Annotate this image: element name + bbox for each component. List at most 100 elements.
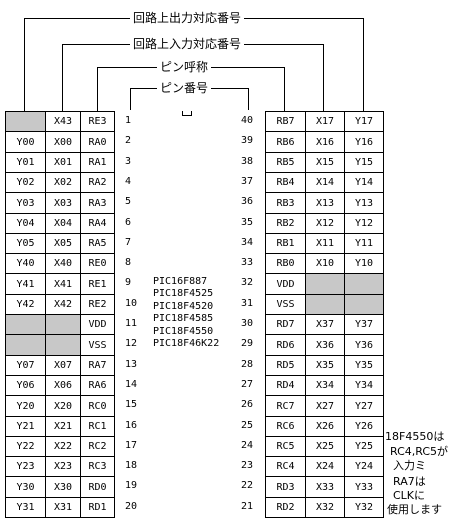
note-line: RA7は: [393, 475, 426, 488]
right-pin-number: 28: [241, 359, 254, 370]
right-pin-number: 33: [241, 257, 254, 268]
left-pin-name-cell: RD0: [80, 476, 115, 498]
left-output-cell: Y30: [5, 476, 46, 498]
left-input-cell: X21: [45, 416, 81, 437]
right-pin-name-cell: RB3: [265, 192, 306, 214]
left-pin-number: 20: [125, 501, 138, 512]
right-pin-name-cell: RD3: [265, 476, 306, 498]
right-input-cell: [305, 294, 345, 315]
left-output-cell: Y21: [5, 416, 46, 437]
right-input-cell: X25: [305, 436, 345, 457]
left-output-cell: Y07: [5, 355, 46, 376]
left-pin-number: 2: [125, 135, 132, 146]
left-pin-number: 11: [125, 318, 138, 329]
left-pin-number: 10: [125, 298, 138, 309]
right-output-cell: Y27: [344, 395, 384, 417]
right-output-cell: Y10: [344, 253, 384, 274]
left-input-cell: X23: [45, 456, 81, 477]
left-input-cell: X31: [45, 497, 81, 518]
right-output-cell: Y35: [344, 355, 384, 376]
right-pin-name-cell: RB2: [265, 213, 306, 234]
left-pin-name-cell: RA0: [80, 131, 115, 153]
left-input-cell: X40: [45, 253, 81, 274]
left-pin-number: 13: [125, 359, 138, 370]
chip-name: PIC18F4525: [153, 288, 214, 300]
right-pin-name-cell: RB5: [265, 152, 306, 173]
right-pin-name-cell: RD5: [265, 355, 306, 376]
left-pin-number: 19: [125, 480, 138, 491]
right-pin-number: 36: [241, 196, 254, 207]
left-pin-name-cell: RA3: [80, 192, 115, 214]
right-output-cell: Y25: [344, 436, 384, 457]
right-pin-number: 39: [241, 135, 254, 146]
right-input-cell: X11: [305, 233, 345, 254]
right-output-cell: Y34: [344, 375, 384, 396]
note-line: 18F4550は: [385, 430, 445, 443]
left-pin-number: 6: [125, 217, 132, 228]
left-output-cell: Y41: [5, 273, 46, 295]
right-output-cell: Y24: [344, 456, 384, 477]
left-pin-number: 12: [125, 338, 138, 349]
left-output-cell: Y20: [5, 395, 46, 417]
right-pin-name-cell: RC6: [265, 416, 306, 437]
left-pin-name-cell: RC2: [80, 436, 115, 457]
right-pin-number: 27: [241, 379, 254, 390]
left-pin-name-cell: VSS: [80, 334, 115, 356]
left-pin-number: 18: [125, 460, 138, 471]
left-input-cell: X07: [45, 355, 81, 376]
left-input-cell: X02: [45, 172, 81, 193]
left-output-cell: Y31: [5, 497, 46, 518]
left-input-cell: X30: [45, 476, 81, 498]
connector-segment: [24, 18, 25, 111]
left-pin-name-cell: RA7: [80, 355, 115, 376]
right-pin-number: 25: [241, 420, 254, 431]
left-output-cell: Y00: [5, 131, 46, 153]
left-input-cell: X05: [45, 233, 81, 254]
right-pin-number: 29: [241, 338, 254, 349]
right-input-cell: X32: [305, 497, 345, 518]
left-output-cell: Y23: [5, 456, 46, 477]
connector-segment: [62, 44, 63, 111]
right-input-cell: [305, 273, 345, 295]
right-pin-name-cell: RD4: [265, 375, 306, 396]
left-input-cell: X06: [45, 375, 81, 396]
right-pin-name-cell: RB7: [265, 111, 306, 132]
right-pin-number: 32: [241, 277, 254, 288]
right-pin-name-cell: RB6: [265, 131, 306, 153]
left-pin-number: 8: [125, 257, 132, 268]
right-input-cell: X33: [305, 476, 345, 498]
left-pin-number: 4: [125, 176, 132, 187]
left-input-cell: X22: [45, 436, 81, 457]
right-input-cell: X12: [305, 213, 345, 234]
right-input-cell: X26: [305, 416, 345, 437]
left-pin-name-cell: RA1: [80, 152, 115, 173]
left-pin-name-cell: RA4: [80, 213, 115, 234]
left-input-cell: X01: [45, 152, 81, 173]
right-output-cell: Y12: [344, 213, 384, 234]
note-line: 使用します: [387, 503, 442, 516]
right-input-cell: X24: [305, 456, 345, 477]
right-pin-number: 22: [241, 480, 254, 491]
right-output-cell: [344, 273, 384, 295]
connector-segment: [363, 18, 364, 111]
right-pin-number: 38: [241, 156, 254, 167]
connector-segment: [323, 44, 324, 111]
chip-name: PIC18F46K22: [153, 338, 220, 350]
header-circuit-input: 回路上入力対応番号: [130, 37, 245, 51]
left-pin-number: 7: [125, 237, 132, 248]
left-output-cell: Y05: [5, 233, 46, 254]
right-pin-number: 26: [241, 399, 254, 410]
right-pin-number: 24: [241, 440, 254, 451]
header-circuit-output: 回路上出力対応番号: [130, 11, 245, 25]
right-pin-name-cell: RD7: [265, 314, 306, 335]
left-input-cell: X00: [45, 131, 81, 153]
left-pin-name-cell: RC0: [80, 395, 115, 417]
right-pin-name-cell: RB0: [265, 253, 306, 274]
right-input-cell: X13: [305, 192, 345, 214]
right-pin-name-cell: RB4: [265, 172, 306, 193]
chip-name: PIC16F887: [153, 276, 208, 287]
right-pin-name-cell: RB1: [265, 233, 306, 254]
left-pin-name-cell: RA5: [80, 233, 115, 254]
right-pin-number: 35: [241, 217, 254, 228]
right-output-cell: Y15: [344, 152, 384, 173]
